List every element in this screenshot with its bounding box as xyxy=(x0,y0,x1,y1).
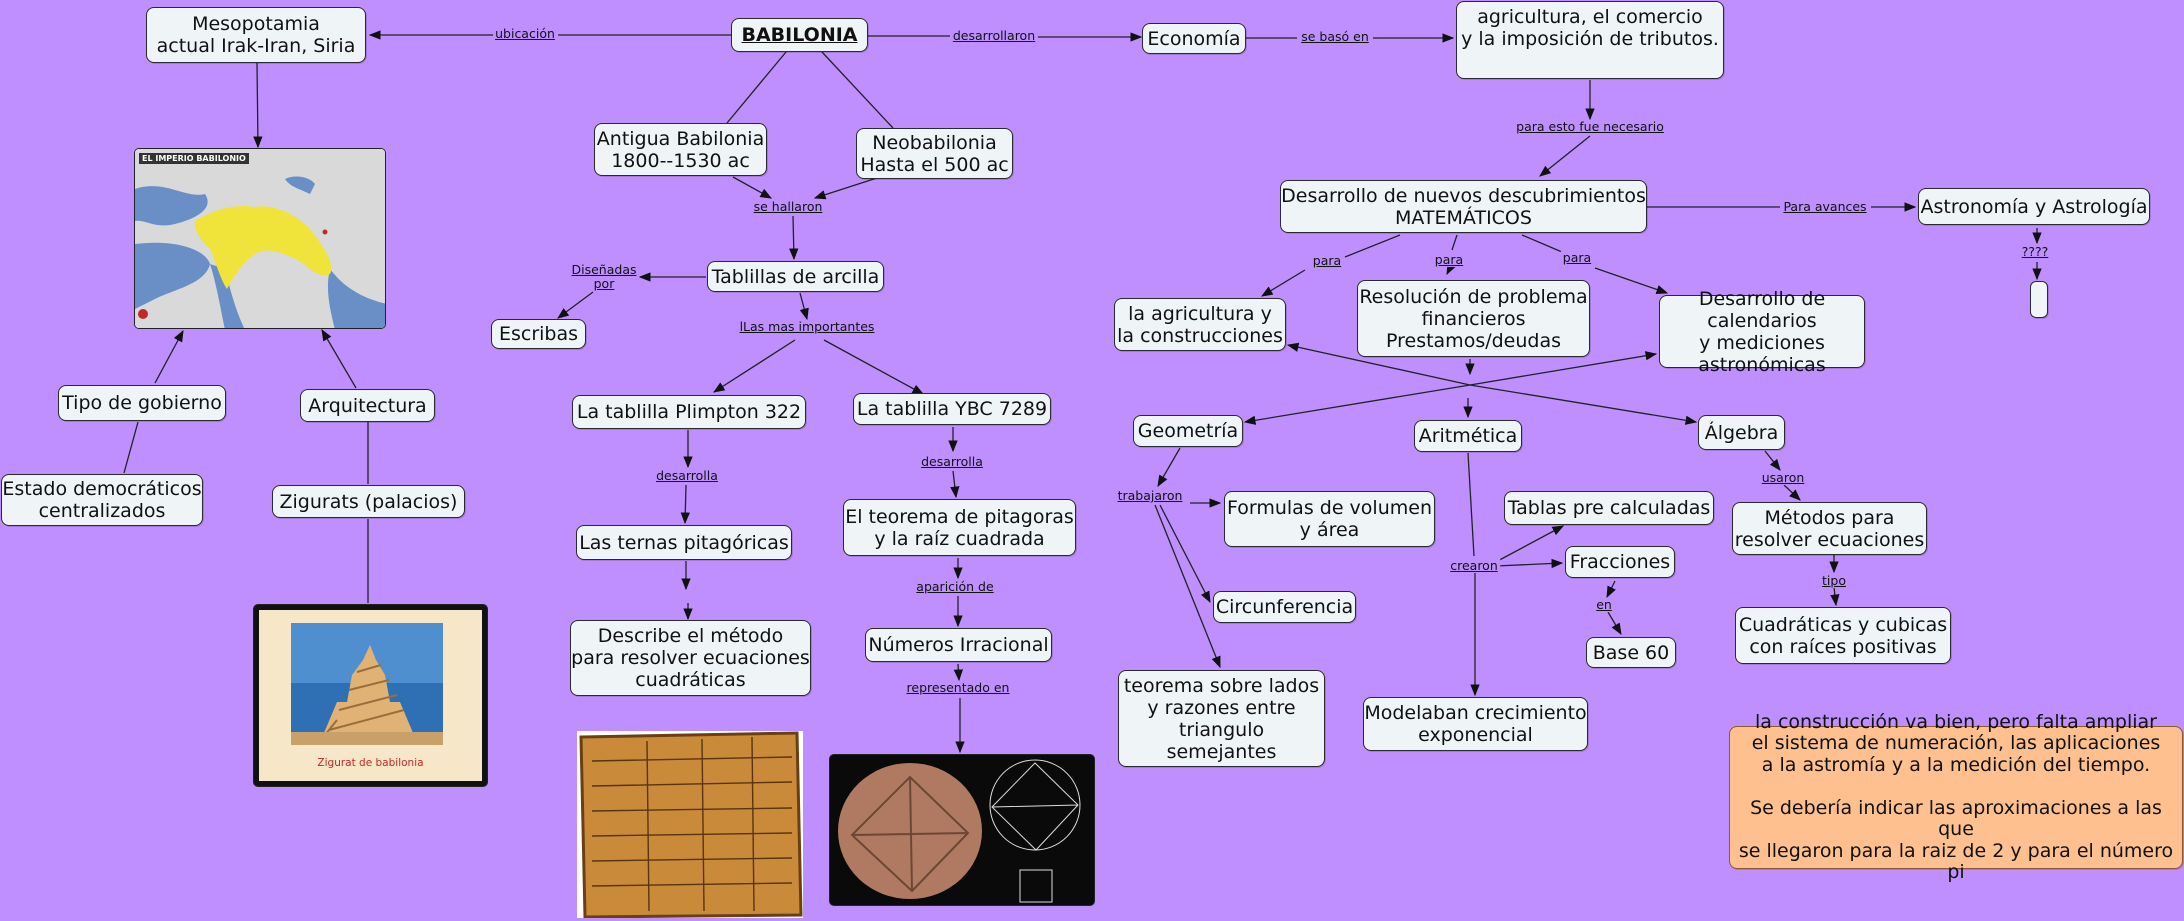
node-resolucion-problema[interactable]: Resolución de problema financieros Prest… xyxy=(1357,280,1590,357)
label-usaron: usaron xyxy=(1759,470,1807,485)
root-node-babilonia[interactable]: BABILONIA xyxy=(731,18,868,52)
node-ternas-pitagoricas[interactable]: Las ternas pitagóricas xyxy=(576,525,792,560)
node-fracciones[interactable]: Fracciones xyxy=(1565,546,1675,578)
node-tablilla-ybc[interactable]: La tablilla YBC 7289 xyxy=(853,393,1051,425)
node-cuadraticas-cubicas[interactable]: Cuadráticas y cubicas con raíces positiv… xyxy=(1735,607,1951,664)
label-se-hallaron: se hallaron xyxy=(751,199,825,214)
label-ubicacion: ubicación xyxy=(493,26,557,41)
label-desarrolla-1: desarrolla xyxy=(654,468,720,483)
map-title: EL IMPERIO BABILONIO xyxy=(139,153,249,164)
node-astronomia-astrologia[interactable]: Astronomía y Astrología xyxy=(1918,188,2150,225)
node-agricultura-construcciones[interactable]: la agricultura y la construcciones xyxy=(1114,298,1286,351)
label-interrogantes: ???? xyxy=(2019,244,2051,259)
label-para-1: para xyxy=(1310,253,1344,268)
label-en: en xyxy=(1594,597,1614,612)
node-desarrollo-matematicos[interactable]: Desarrollo de nuevos descubrimientos MAT… xyxy=(1280,180,1647,233)
label-para-esto: para esto fue necesario xyxy=(1514,119,1666,134)
node-teorema-lados[interactable]: teorema sobre lados y razones entre tria… xyxy=(1118,670,1325,767)
node-algebra[interactable]: Álgebra xyxy=(1698,415,1785,450)
label-aparicion-de: aparición de xyxy=(914,579,996,594)
node-tipo-gobierno[interactable]: Tipo de gobierno xyxy=(58,385,226,421)
node-tablilla-plimpton[interactable]: La tablilla Plimpton 322 xyxy=(572,395,806,429)
plimpton-tablet-image xyxy=(577,731,803,918)
label-las-mas-importantes: lLas mas importantes xyxy=(737,319,877,334)
node-describe-metodo[interactable]: Describe el método para resolver ecuacio… xyxy=(570,620,811,696)
node-desarrollo-calendarios[interactable]: Desarrollo de calendarios y mediciones a… xyxy=(1659,288,1865,376)
node-teorema-pitagoras[interactable]: El teorema de pitagoras y la raíz cuadra… xyxy=(843,499,1076,556)
node-modelaban-crecimiento[interactable]: Modelaban crecimiento exponencial xyxy=(1363,697,1588,751)
node-escribas[interactable]: Escribas xyxy=(491,319,586,349)
label-disenadas-por: Diseñadas por xyxy=(569,262,639,291)
label-crearon: crearon xyxy=(1448,558,1500,573)
node-aritmetica[interactable]: Aritmética xyxy=(1414,420,1522,452)
node-base-60[interactable]: Base 60 xyxy=(1586,637,1676,668)
node-antigua-babilonia[interactable]: Antigua Babilonia 1800--1530 ac xyxy=(594,123,767,176)
node-circunferencia[interactable]: Circunferencia xyxy=(1213,591,1356,623)
label-se-baso-en: se basó en xyxy=(1299,29,1371,44)
label-desarrollaron: desarrollaron xyxy=(950,28,1038,43)
node-agricultura-comercio[interactable]: agricultura, el comercio y la imposición… xyxy=(1456,1,1724,79)
node-tablillas-arcilla[interactable]: Tablillas de arcilla xyxy=(707,261,884,292)
label-tipo: tipo xyxy=(1820,573,1848,588)
label-para-3: para xyxy=(1560,250,1594,265)
label-desarrolla-2: desarrolla xyxy=(919,454,985,469)
node-economia[interactable]: Economía xyxy=(1142,23,1246,54)
zigurat-image: Zigurat de babilonia xyxy=(253,604,488,787)
node-zigurats[interactable]: Zigurats (palacios) xyxy=(272,485,465,518)
node-formulas-volumen[interactable]: Formulas de volumen y área xyxy=(1224,491,1435,547)
node-tablas-pre-calculadas[interactable]: Tablas pre calculadas xyxy=(1504,491,1714,525)
node-empty[interactable] xyxy=(2030,281,2048,318)
node-mesopotamia[interactable]: Mesopotamia actual Irak-Iran, Siria xyxy=(146,7,366,63)
label-trabajaron: trabajaron xyxy=(1115,488,1185,503)
node-metodos-ecuaciones[interactable]: Métodos para resolver ecuaciones xyxy=(1732,502,1927,555)
node-numeros-irracional[interactable]: Números Irracional xyxy=(865,628,1052,662)
map-babylonian-empire-image: EL IMPERIO BABILONIO xyxy=(134,148,386,329)
label-para-avances: Para avances xyxy=(1781,199,1869,214)
node-geometria[interactable]: Geometría xyxy=(1133,415,1243,447)
label-representado-en: representado en xyxy=(904,680,1012,695)
node-arquitectura[interactable]: Arquitectura xyxy=(300,389,435,422)
feedback-note: la construcción va bien, pero falta ampl… xyxy=(1729,711,2183,883)
zigurat-caption: Zigurat de babilonia xyxy=(317,757,424,769)
ybc-tablet-image xyxy=(829,754,1095,906)
node-neobabilonia[interactable]: Neobabilonia Hasta el 500 ac xyxy=(856,128,1013,179)
node-estado-democraticos[interactable]: Estado democráticos centralizados xyxy=(1,474,203,526)
label-para-2: para xyxy=(1432,252,1466,267)
